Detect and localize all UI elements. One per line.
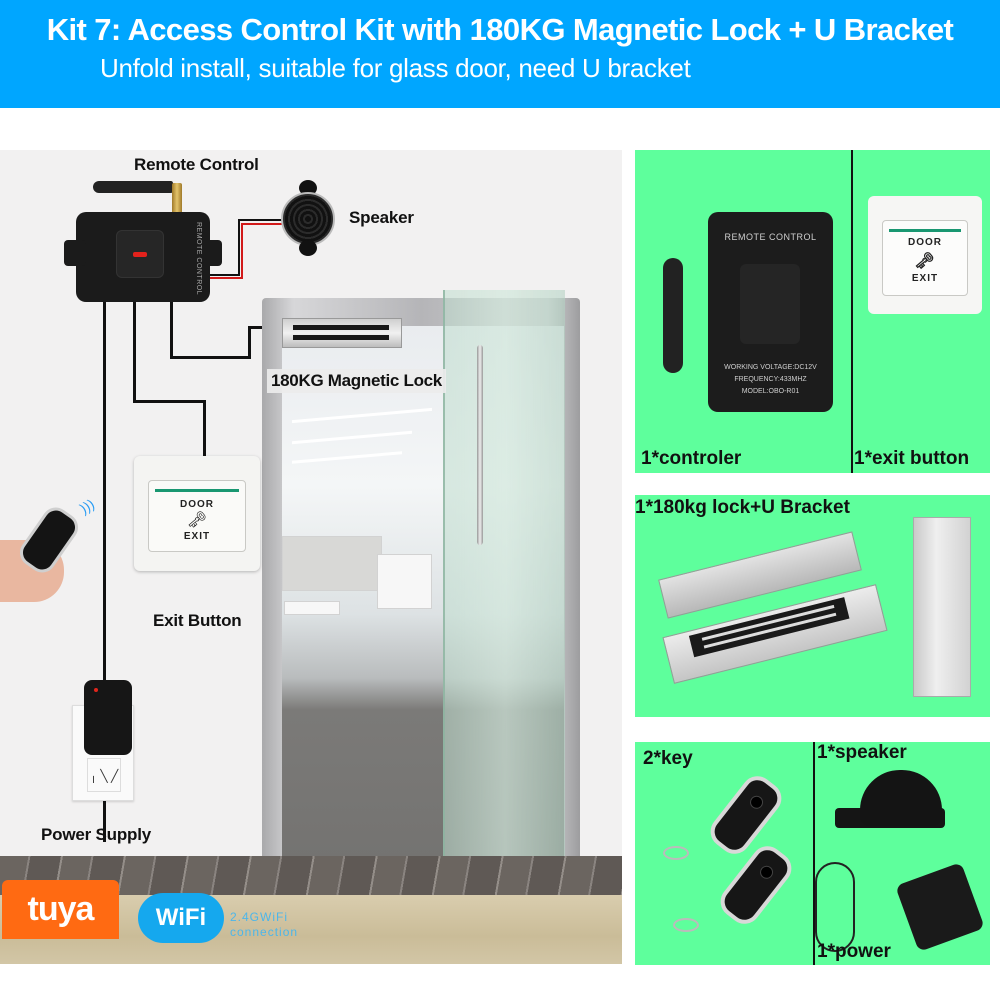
exit-button-face: DOOR 🗝 EXIT bbox=[882, 220, 968, 296]
exit-text: EXIT bbox=[911, 273, 939, 284]
power-wire bbox=[103, 302, 106, 842]
exit-button-product: DOOR 🗝 EXIT bbox=[868, 196, 982, 314]
ceiling-light bbox=[292, 407, 432, 424]
exit-button-caption: 1*exit button bbox=[854, 448, 970, 469]
wifi-caption: 2.4GWiFi connection bbox=[230, 910, 298, 940]
exit-button-device: DOOR 🗝 EXIT bbox=[134, 456, 260, 571]
power-caption: 1*power bbox=[817, 941, 891, 962]
keyring-icon bbox=[663, 846, 689, 860]
controller-caption: 1*controler bbox=[641, 448, 742, 469]
lock-wire bbox=[170, 356, 250, 359]
spec-model: MODEL:OBO-R01 bbox=[741, 388, 800, 395]
speaker-caption: 1*speaker bbox=[817, 742, 907, 763]
mount-tab bbox=[299, 240, 317, 256]
key-icon: 🗝 bbox=[186, 512, 208, 529]
wireless-signal-icon: ))) bbox=[76, 495, 98, 517]
mount-ear bbox=[200, 240, 222, 266]
u-bracket-product bbox=[913, 517, 971, 697]
speaker-wire bbox=[210, 274, 240, 276]
remote-control-label: Remote Control bbox=[134, 155, 259, 174]
speaker-wire bbox=[238, 219, 282, 221]
receiver-window bbox=[116, 230, 164, 278]
power-adapter-product bbox=[895, 862, 985, 952]
antenna-icon bbox=[663, 258, 683, 373]
door-text: DOOR bbox=[180, 499, 214, 510]
speaker-grille-icon bbox=[281, 192, 335, 246]
speaker-wire bbox=[210, 277, 243, 279]
controller-device: REMOTE CONTROL bbox=[64, 212, 222, 302]
power-adapter bbox=[84, 680, 132, 755]
fob-button bbox=[757, 863, 776, 882]
ceiling-light bbox=[292, 430, 412, 445]
controller-title: REMOTE CONTROL bbox=[724, 232, 817, 242]
door-handle bbox=[477, 345, 483, 545]
lock-wire bbox=[170, 302, 173, 358]
power-supply-label: Power Supply bbox=[41, 825, 152, 844]
lock-bar bbox=[293, 325, 389, 330]
keyring-icon bbox=[673, 918, 699, 932]
header-banner: Kit 7: Access Control Kit with 180KG Mag… bbox=[0, 0, 1000, 108]
lock-caption: 1*180kg lock+U Bracket bbox=[635, 497, 850, 518]
page-title: Kit 7: Access Control Kit with 180KG Mag… bbox=[46, 12, 954, 47]
power-cable bbox=[815, 862, 855, 952]
magnetic-lock-device bbox=[282, 318, 402, 348]
exit-button-label: Exit Button bbox=[153, 611, 242, 630]
lock-wire bbox=[248, 326, 251, 359]
lock-bar bbox=[703, 612, 837, 649]
mount-ear bbox=[64, 240, 86, 266]
desk bbox=[377, 554, 432, 609]
speaker-wire bbox=[238, 219, 240, 276]
cubicle bbox=[282, 536, 382, 591]
spec-frequency: FREQUENCY:433MHZ bbox=[734, 376, 807, 383]
divider bbox=[851, 150, 853, 473]
installation-diagram: Remote Control REMOTE CONTROL Speaker 18… bbox=[0, 150, 622, 964]
wifi-caption-line1: 2.4GWiFi bbox=[230, 910, 289, 924]
spec-voltage: WORKING VOLTAGE:DC12V bbox=[724, 364, 817, 371]
magnetic-lock-label: 180KG Magnetic Lock bbox=[267, 369, 446, 393]
receiver-window bbox=[740, 264, 800, 344]
key-fob-icon bbox=[714, 839, 798, 931]
exit-wire bbox=[133, 302, 136, 402]
wifi-caption-line2: connection bbox=[230, 925, 299, 939]
speaker-label: Speaker bbox=[349, 208, 414, 227]
key-icon: 🗝 bbox=[914, 253, 936, 270]
speaker-wire bbox=[241, 223, 282, 225]
lock-bar bbox=[293, 335, 389, 340]
lock-bar bbox=[701, 604, 835, 641]
indicator-stripe bbox=[889, 229, 961, 232]
tuya-logo: tuya bbox=[2, 880, 119, 939]
controller-product: REMOTE CONTROL WORKING VOLTAGE:DC12V FRE… bbox=[708, 212, 833, 412]
page-subtitle: Unfold install, suitable for glass door,… bbox=[100, 53, 691, 83]
divider bbox=[813, 742, 815, 965]
exit-wire bbox=[133, 400, 205, 403]
door-text: DOOR bbox=[908, 237, 942, 248]
key-fob-icon bbox=[704, 769, 788, 861]
keys-caption: 2*key bbox=[643, 748, 693, 769]
wifi-logo: WiFi bbox=[138, 893, 224, 943]
speaker-product bbox=[860, 770, 942, 826]
ceiling-light bbox=[292, 451, 402, 464]
glass-door bbox=[443, 290, 565, 964]
exit-wire bbox=[203, 400, 206, 458]
controller-label: REMOTE CONTROL bbox=[195, 222, 202, 296]
exit-button-face: DOOR 🗝 EXIT bbox=[148, 480, 246, 552]
power-led-icon bbox=[94, 688, 98, 692]
panel-lock-bracket: 1*180kg lock+U Bracket bbox=[635, 495, 990, 717]
indicator-stripe bbox=[155, 489, 239, 492]
exit-text: EXIT bbox=[183, 531, 211, 542]
panel-controller-exit: REMOTE CONTROL WORKING VOLTAGE:DC12V FRE… bbox=[635, 150, 990, 473]
panel-keys-speaker-power: 2*key 1*speaker 1*power bbox=[635, 742, 990, 965]
desk bbox=[284, 601, 340, 615]
socket-icon: ╷ ╲ ╱ bbox=[87, 758, 121, 792]
led-indicator-icon bbox=[133, 252, 147, 257]
speaker-wire bbox=[241, 223, 243, 279]
antenna-icon bbox=[93, 181, 173, 193]
fob-button bbox=[747, 793, 766, 812]
antenna-connector bbox=[172, 183, 182, 215]
speaker-device bbox=[279, 176, 337, 266]
